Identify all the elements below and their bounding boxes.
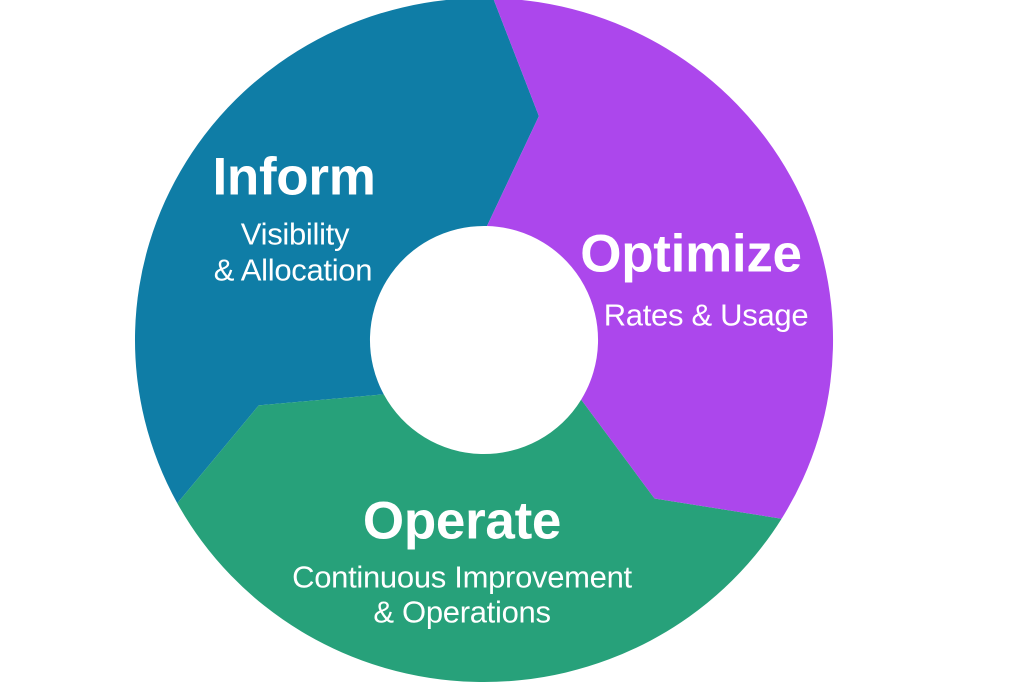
optimize-title: Optimize bbox=[580, 224, 802, 284]
optimize-subtitle-line-1: Rates & Usage bbox=[603, 297, 809, 333]
inform-title: Inform bbox=[212, 147, 376, 207]
inform-segment-shape bbox=[135, 0, 539, 504]
inform-subtitle-line-2: & Allocation bbox=[213, 252, 373, 288]
operate-subtitle-line-1: Continuous Improvement bbox=[292, 559, 632, 595]
inform-subtitle-line-1: Visibility bbox=[240, 216, 350, 252]
operate-segment-shape bbox=[177, 394, 782, 683]
operate-title: Operate bbox=[362, 491, 562, 551]
operate-subtitle-line-2: & Operations bbox=[373, 594, 551, 630]
optimize-segment-shape bbox=[487, 0, 834, 519]
